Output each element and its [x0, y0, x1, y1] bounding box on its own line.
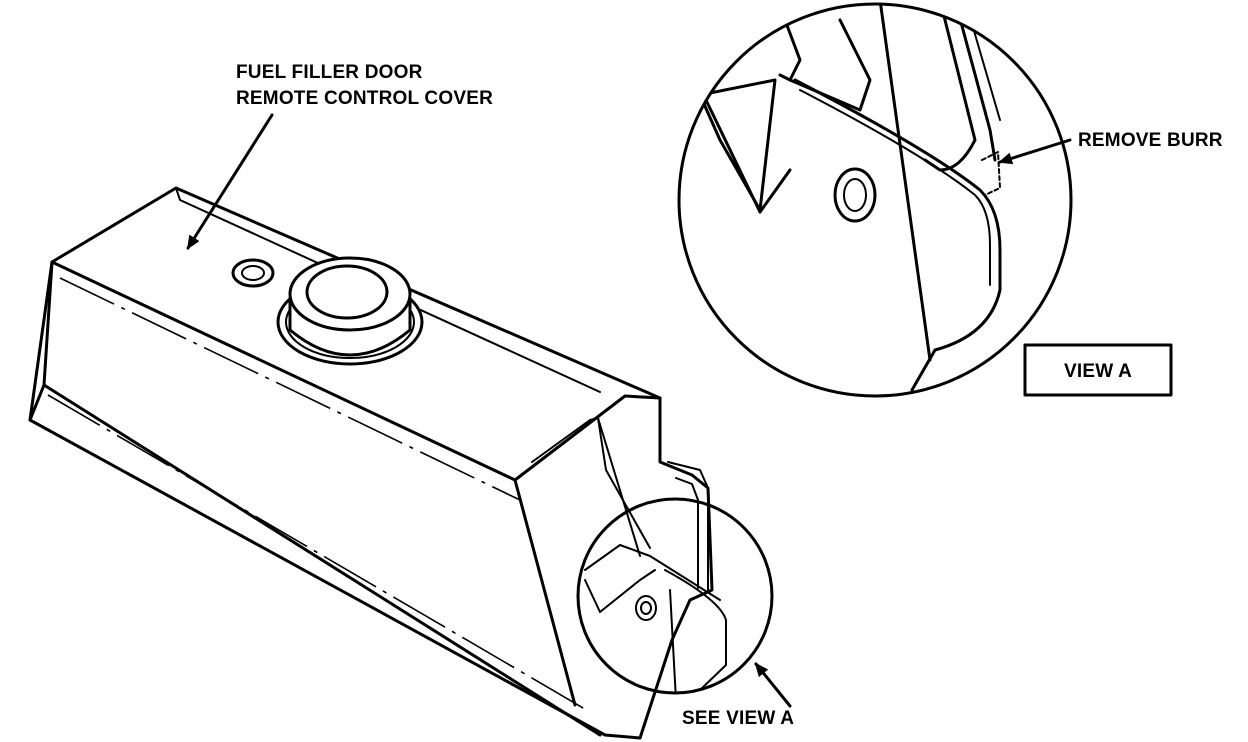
part-name-line2: REMOTE CONTROL COVER — [236, 88, 493, 109]
remove-burr-leader-arrow — [998, 138, 1072, 165]
view-a-label-box — [1023, 343, 1173, 397]
part-name-line1: FUEL FILLER DOOR — [236, 62, 423, 83]
remove-burr-label: REMOVE BURR — [1078, 130, 1223, 151]
small-mounting-hole — [231, 258, 275, 288]
see-view-a-label: SEE VIEW A — [682, 708, 794, 729]
see-view-a-leader-arrow — [754, 662, 792, 708]
view-a-detail-circle — [677, 2, 1073, 398]
see-view-a-circle — [576, 497, 774, 695]
part-name-leader-arrow — [186, 113, 274, 250]
raised-boss — [276, 256, 424, 366]
view-a-label: VIEW A — [1064, 361, 1132, 382]
cover-part-body — [28, 186, 714, 740]
